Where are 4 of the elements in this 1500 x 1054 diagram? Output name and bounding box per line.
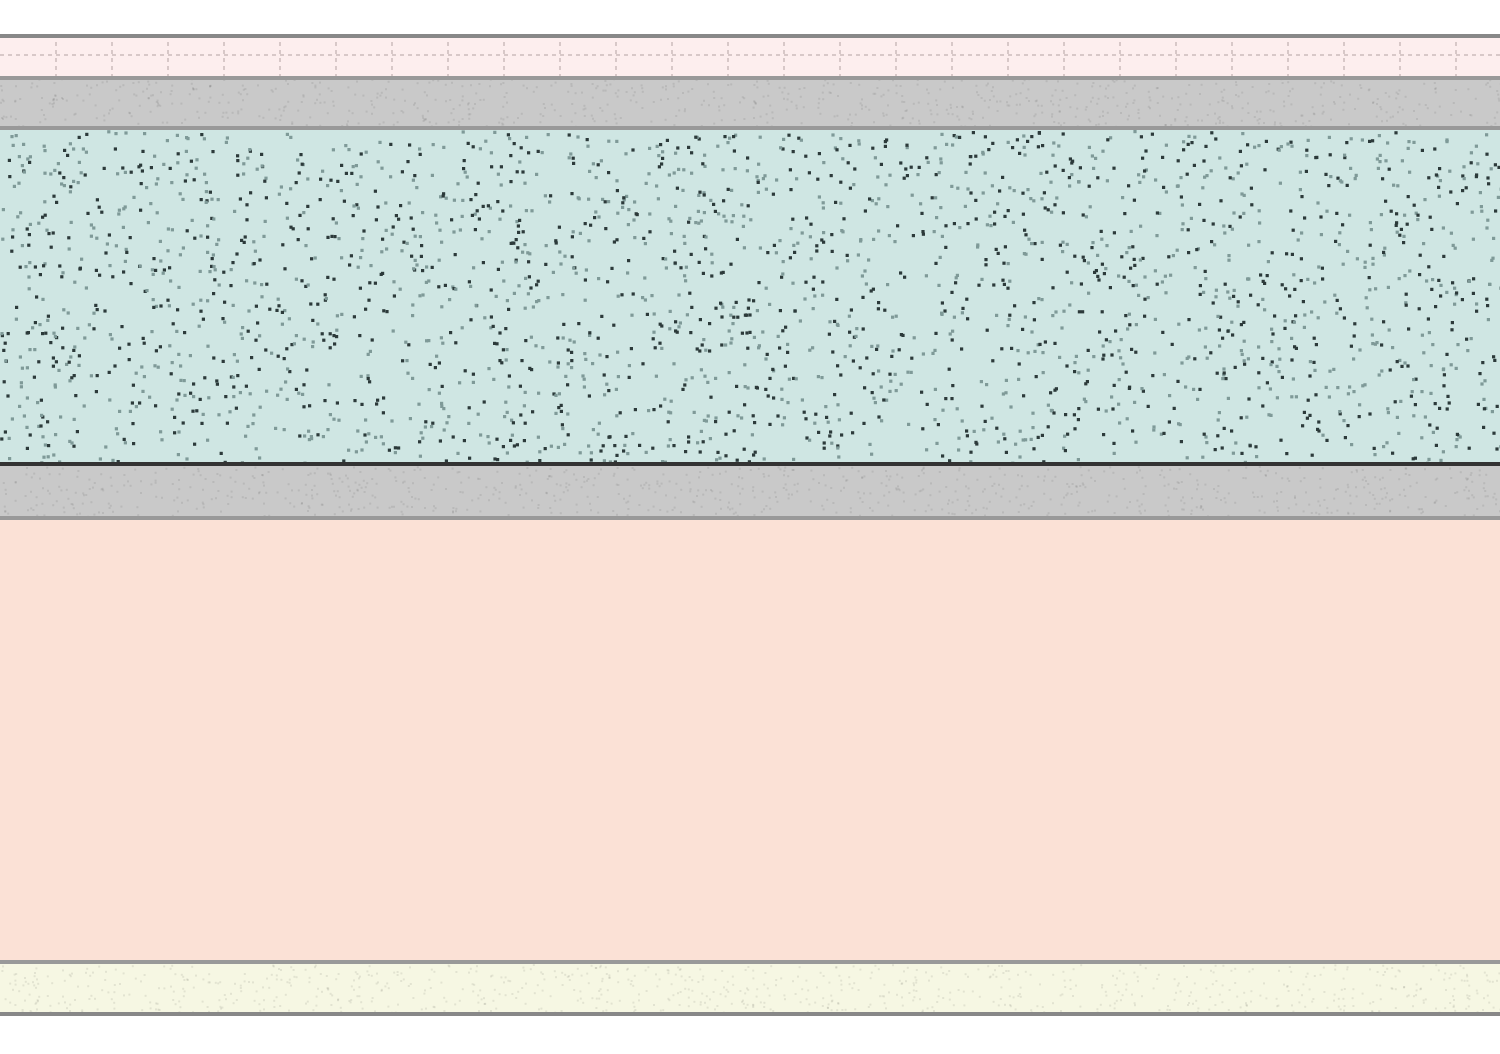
screed-layer xyxy=(0,76,1500,130)
tiled-surface-layer xyxy=(0,34,1500,76)
aggregate-layer xyxy=(0,130,1500,466)
screed-layer xyxy=(0,466,1500,520)
